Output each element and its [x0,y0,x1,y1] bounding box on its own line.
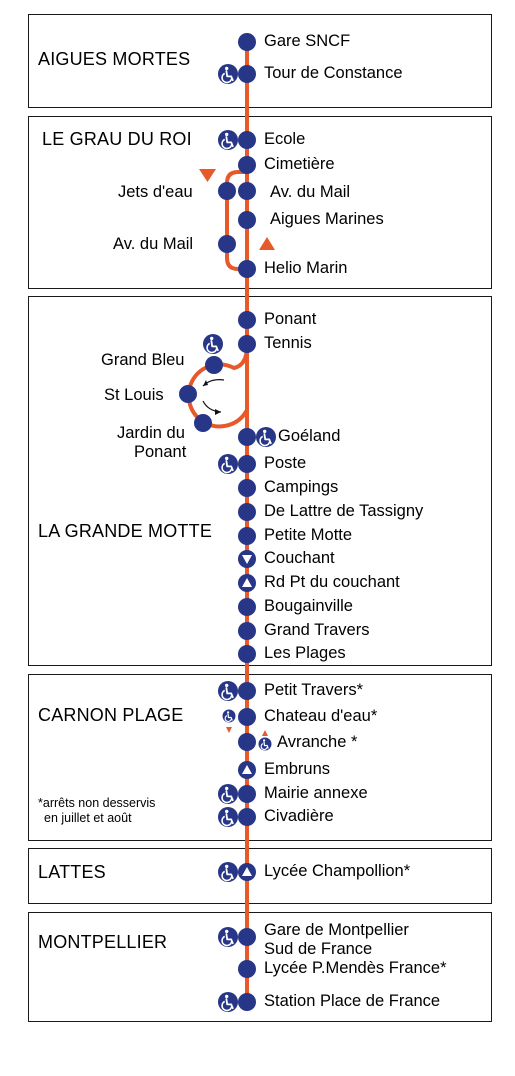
loop-arrow-bottom [202,400,222,413]
stop-label-civadiere: Civadière [264,807,334,825]
stop-label-avranche: Avranche * [277,733,358,751]
grau-loop-line [225,170,247,271]
grande-motte-loop-line [186,345,249,432]
stop-label-tour-de-constance: Tour de Constance [264,64,403,82]
stop-dot [238,65,256,83]
stop-label-bougainville: Bougainville [264,597,353,615]
stop-label-lycee-champollion: Lycée Champollion* [264,862,411,880]
zone-la-grande-motte [28,296,492,666]
stop-label-les-plages: Les Plages [264,644,346,662]
stop-label-cimetiere: Cimetière [264,155,335,173]
footnote-line-1: *arrêts non desservis [38,796,156,810]
stop-label-campings: Campings [264,478,339,496]
stop-label-station-place-de-france: Station Place de France [264,992,441,1010]
stop-label-petit-travers: Petit Travers* [264,681,364,699]
stop-label-ecole: Ecole [264,130,306,148]
zone-label-montpellier: MONTPELLIER [38,932,168,952]
stop-label-gare-sncf: Gare SNCF [264,32,351,50]
stop-label-aigues-marines: Aigues Marines [270,210,384,228]
stop-label-grand-travers: Grand Travers [264,621,370,639]
stop-label-petite-motte: Petite Motte [264,526,353,544]
stop-label-jardin-du-ponant-2: Ponant [134,443,187,461]
stop-label-tennis: Tennis [264,334,312,352]
stop-label-chateau-deau: Chateau d'eau* [264,707,378,725]
zone-label-lattes: LATTES [38,862,106,882]
direction-arrow-up [259,237,275,250]
stop-label-st-louis: St Louis [104,386,164,404]
zone-lattes [28,848,492,904]
stop-label-gare-montpellier-1: Gare de Montpellier [264,921,409,939]
stop-label-embruns: Embruns [264,760,331,778]
stop-label-mairie-annexe: Mairie annexe [264,784,368,802]
stop-label-av-du-mail-left: Av. du Mail [113,235,194,253]
zone-montpellier [28,912,492,1022]
stop-label-poste: Poste [264,454,307,472]
zone-aigues-mortes [28,14,492,108]
stop-label-goeland: Goéland [278,427,341,445]
zone-label-aigues-mortes: AIGUES MORTES [38,49,191,69]
stop-label-couchant: Couchant [264,549,335,567]
zone-label-le-grau-du-roi: LE GRAU DU ROI [42,129,192,149]
stop-label-ponant: Ponant [264,310,317,328]
stop-label-gare-montpellier-2: Sud de France [264,940,373,958]
direction-arrow-down [199,169,216,182]
zone-label-la-grande-motte: LA GRANDE MOTTE [38,521,213,541]
zone-le-grau-du-roi [28,116,492,289]
stop-label-de-lattre: De Lattre de Tassigny [264,502,424,520]
stop-label-helio-marin: Helio Marin [264,259,348,277]
stop-dot [238,33,256,51]
stop-label-jardin-du-ponant-1: Jardin du [117,424,185,442]
stop-label-av-du-mail: Av. du Mail [270,183,351,201]
zone-carnon-plage [28,674,492,841]
stop-label-rd-pt-couchant: Rd Pt du couchant [264,573,400,591]
footnote-line-2: en juillet et août [44,811,132,825]
stop-label-lycee-mendes-france: Lycée P.Mendès France* [264,959,447,977]
stop-label-jets-deau: Jets d'eau [118,183,193,201]
zone-label-carnon-plage: CARNON PLAGE [38,705,184,725]
stop-label-grand-bleu: Grand Bleu [101,351,185,369]
